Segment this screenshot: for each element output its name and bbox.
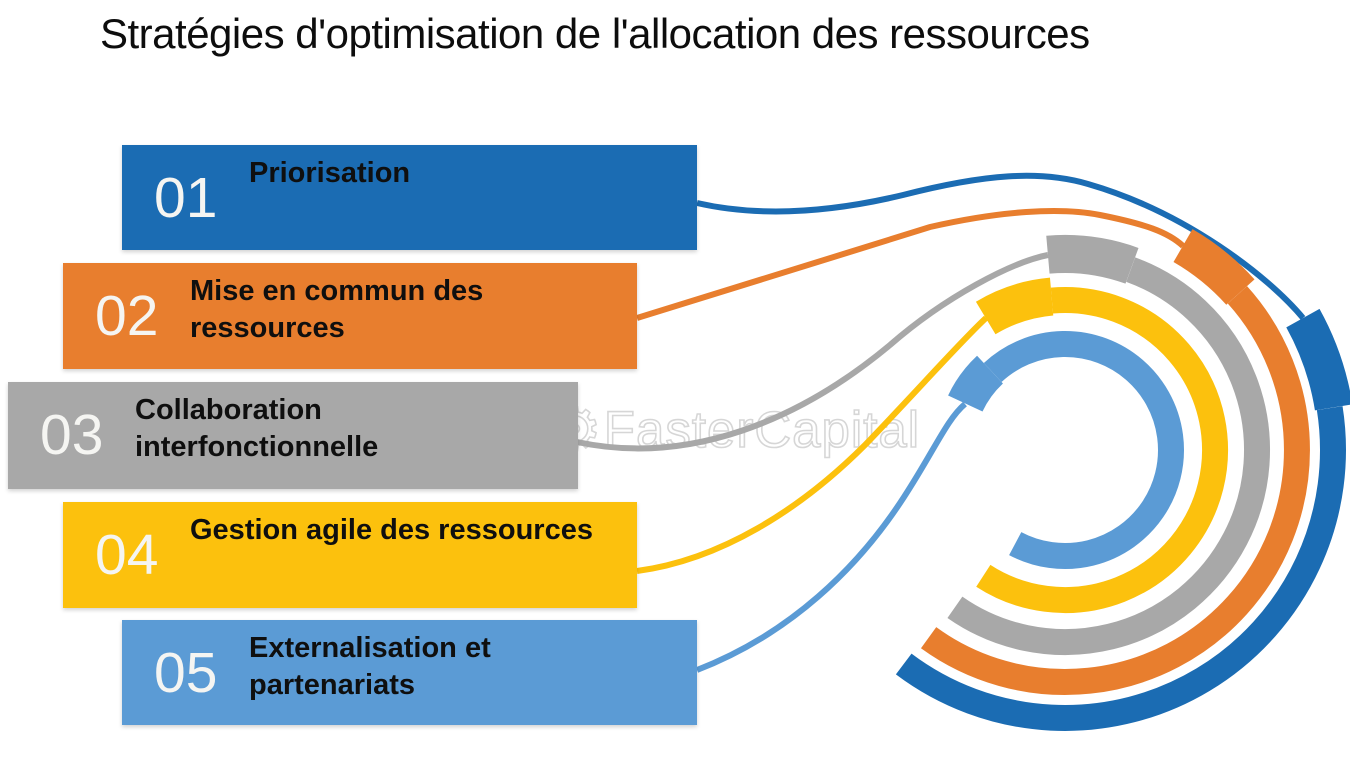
step-number: 04: [95, 523, 159, 587]
step-number: 05: [154, 641, 218, 705]
swirl-arc-5: [983, 331, 1184, 570]
step-number: 03: [40, 403, 104, 467]
step-label: Gestion agile des ressources: [190, 514, 593, 546]
swirl-arc-cap-5: [948, 355, 1004, 413]
step-item-5: 05 Externalisation et partenariats: [122, 620, 697, 725]
swirl-arc-4: [976, 287, 1228, 613]
step-item-3: 03 Collaboration interfonctionnelle: [8, 382, 578, 489]
step-label: Mise en commun des ressources: [190, 275, 484, 344]
connector-line-3: [576, 252, 1049, 452]
connector-line-4: [636, 315, 989, 574]
swirl-arc-cap-2: [1173, 229, 1255, 306]
connector-line-2: [636, 208, 1186, 321]
swirl-arc-cap-4: [975, 277, 1054, 335]
step-label: Priorisation: [249, 157, 411, 189]
step-item-4: 04 Gestion agile des ressources: [63, 502, 637, 608]
step-item-2: 02 Mise en commun des ressources: [63, 263, 637, 369]
step-label: Collaboration interfonctionnelle: [135, 394, 379, 463]
swirl-arc-3: [947, 257, 1270, 655]
step-item-1: 01 Priorisation: [122, 145, 697, 250]
swirl-arc-cap-1: [1286, 308, 1350, 411]
connector-line-5: [695, 401, 968, 673]
swirl-arc-cap-3: [1046, 235, 1139, 284]
step-number: 01: [154, 166, 218, 230]
step-label: Externalisation et partenariats: [249, 632, 491, 701]
step-number: 02: [95, 284, 159, 348]
swirl-arc-2: [920, 286, 1310, 695]
swirl-arc-1: [895, 406, 1346, 731]
page-title: Stratégies d'optimisation de l'allocatio…: [100, 10, 1090, 57]
connector-line-1: [696, 172, 1306, 320]
